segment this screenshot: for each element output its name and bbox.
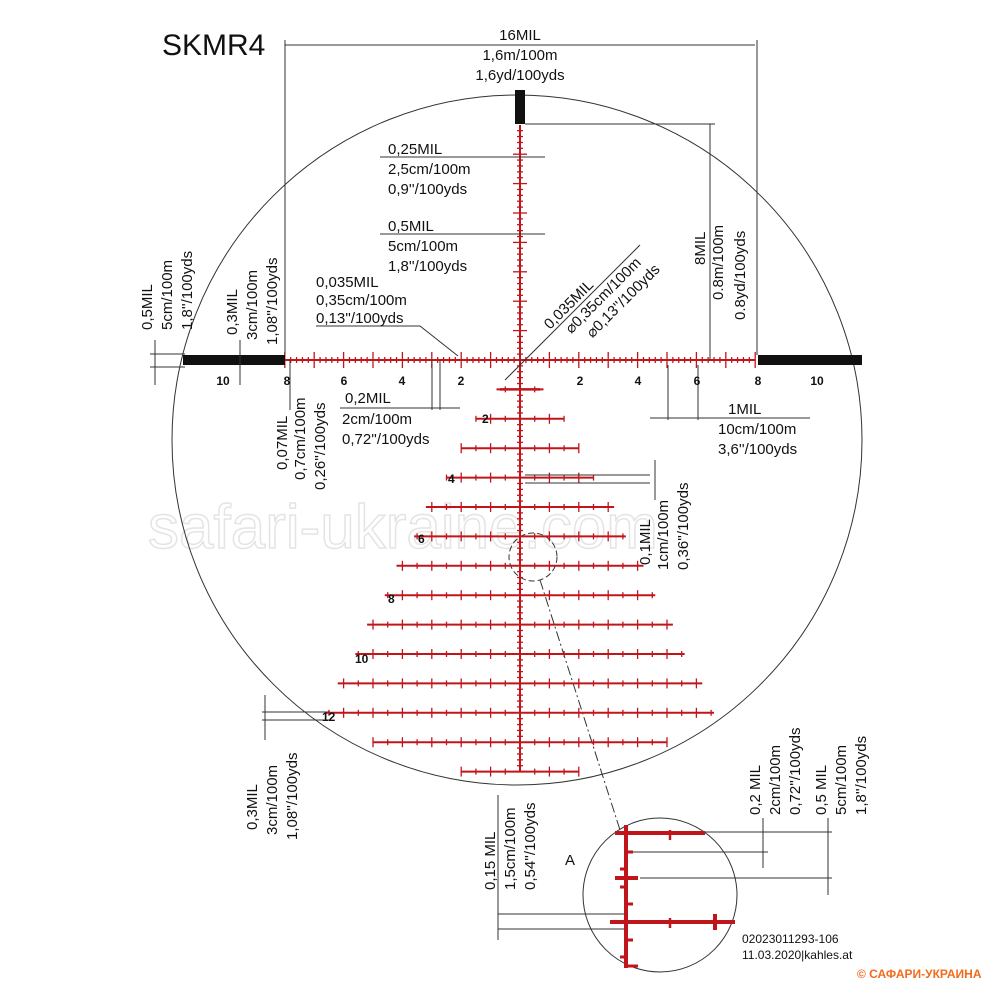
detail-marker-circle: [508, 532, 558, 582]
dim-label: 1,08''/100yds: [264, 258, 281, 345]
scale-label: 6: [341, 374, 348, 388]
scale-label: 10: [216, 374, 230, 388]
detail-a-circle: [582, 817, 738, 973]
dim-label: 0,72''/100yds: [787, 728, 804, 815]
dim-label: 1cm/100m: [655, 500, 672, 570]
dim-label: 0,035MIL: [316, 274, 379, 291]
date-source: 11.03.2020|kahles.at: [742, 948, 853, 962]
dim-label: 5cm/100m: [388, 238, 458, 255]
dim-label: 8MIL: [692, 232, 709, 265]
scale-label: 2: [458, 374, 465, 388]
detail-leader-line: [539, 579, 621, 831]
dim-label: 0,36''/100yds: [675, 483, 692, 570]
scale-label: 4: [399, 374, 406, 388]
scale-label: 8: [388, 592, 395, 606]
detail-a-reticle: [610, 825, 735, 968]
dim-label: 0,54''/100yds: [522, 803, 539, 890]
dim-label: 5cm/100m: [833, 745, 850, 815]
scale-label: 12: [322, 710, 336, 724]
dim-label: 0,2MIL: [345, 390, 391, 407]
dim-label: 0,35cm/100m: [316, 292, 407, 309]
dim-label: 0,5MIL: [388, 218, 434, 235]
scale-label: 4: [635, 374, 642, 388]
scale-label: 2: [482, 412, 489, 426]
dim-label: 16MIL: [499, 27, 541, 44]
dim-label: 5cm/100m: [159, 260, 176, 330]
dim-label: 2cm/100m: [342, 411, 412, 428]
dim-label: 10cm/100m: [718, 421, 796, 438]
dim-label: 0,07MIL: [274, 416, 291, 470]
dim-label: 0,72''/100yds: [342, 431, 429, 448]
scale-labels: 10 8 6 4 2 2 4 6 8 10 2 4 6 8 10 12: [216, 374, 824, 724]
dim-label: 0.8m/100m: [710, 225, 727, 300]
scale-label: 2: [577, 374, 584, 388]
dim-label: 1MIL: [728, 401, 761, 418]
dim-label: 1,8''/100yds: [179, 251, 196, 330]
dim-label: 0,26''/100yds: [312, 403, 329, 490]
dim-label: 0,7cm/100m: [292, 397, 309, 480]
dim-label: 1,6m/100m: [482, 47, 557, 64]
dim-label: 0,3MIL: [224, 289, 241, 335]
dim-label: 0,5MIL: [139, 284, 156, 330]
dim-label: 0,15 MIL: [482, 832, 499, 890]
detail-label: A: [565, 852, 575, 869]
dim-label: 1,8''/100yds: [388, 258, 467, 275]
copyright: © САФАРИ-УКРАИНА: [857, 967, 982, 981]
scale-label: 4: [448, 472, 455, 486]
dim-label: 0,2 MIL: [747, 765, 764, 815]
dim-label: 0,9''/100yds: [388, 181, 467, 198]
scale-label: 8: [284, 374, 291, 388]
dim-label: 3cm/100m: [244, 270, 261, 340]
drawing-number: 02023011293-106: [742, 932, 839, 946]
right-post: [758, 355, 862, 365]
scale-label: 6: [418, 532, 425, 546]
dim-label: 1,08''/100yds: [284, 753, 301, 840]
top-post: [515, 90, 525, 124]
dim-label: 1,6yd/100yds: [475, 67, 564, 84]
dim-label: 2cm/100m: [767, 745, 784, 815]
watermark: safari-ukraine.com: [148, 493, 658, 562]
dim-label: 3,6''/100yds: [718, 441, 797, 458]
dim-label: 2,5cm/100m: [388, 161, 471, 178]
dim-label: 0,1MIL: [637, 519, 654, 565]
dim-label: 0.8yd/100yds: [732, 231, 749, 320]
scale-label: 8: [755, 374, 762, 388]
dim-label: 0,13''/100yds: [316, 310, 403, 327]
dim-label: 0,3MIL: [244, 784, 261, 830]
scale-label: 6: [694, 374, 701, 388]
dim-label: 0,25MIL: [388, 141, 442, 158]
dim-label: 3cm/100m: [264, 765, 281, 835]
reticle: [284, 125, 756, 777]
left-post: [183, 355, 285, 365]
reticle-title: SKMR4: [162, 29, 265, 62]
dim-label: 1,5cm/100m: [502, 807, 519, 890]
dim-label: 0,5 MIL: [813, 765, 830, 815]
scale-label: 10: [355, 652, 369, 666]
scale-label: 10: [810, 374, 824, 388]
dim-label: 1,8''/100yds: [853, 736, 870, 815]
